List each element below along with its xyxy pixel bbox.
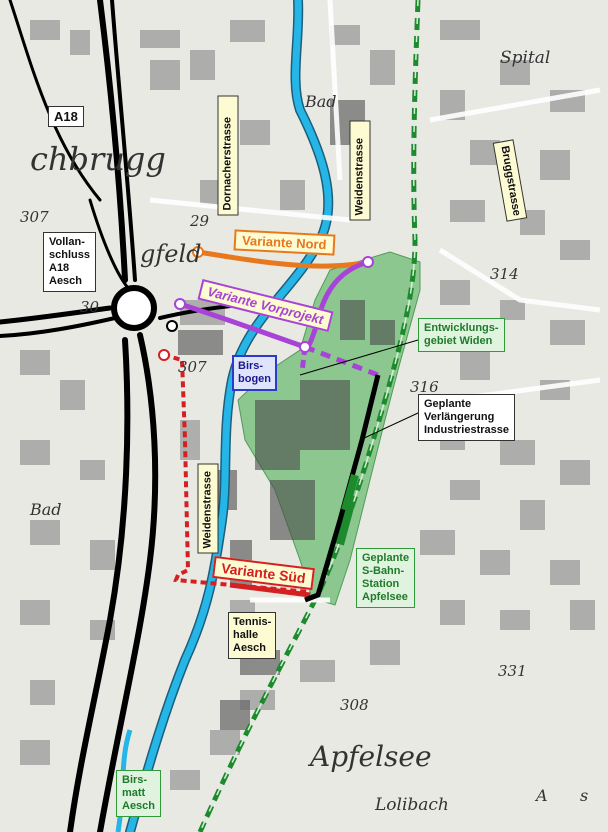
railway-line bbox=[197, 0, 421, 832]
label-tennishalle: Tennis- halle Aesch bbox=[228, 612, 277, 659]
place-spital: Spital bbox=[500, 48, 551, 68]
station-platform bbox=[334, 499, 356, 546]
place-gfeld: gfeld bbox=[140, 240, 202, 268]
route-variante-vorprojekt bbox=[179, 301, 306, 350]
elevation-307-south: 307 bbox=[178, 358, 207, 376]
elevation-331: 331 bbox=[498, 662, 527, 680]
label-dornacherstrasse: Dornacherstrasse bbox=[217, 95, 239, 216]
place-lolibach: Lolibach bbox=[375, 795, 449, 815]
elevation-30: 30 bbox=[80, 298, 100, 316]
place-bad-north: Bad bbox=[305, 92, 337, 111]
leader-lines bbox=[299, 339, 419, 441]
elevation-29: 29 bbox=[190, 212, 210, 230]
elevation-314: 314 bbox=[490, 265, 519, 283]
motorway-a18 bbox=[0, 0, 242, 832]
route-variante-nord bbox=[197, 249, 369, 269]
route-industriestrasse bbox=[304, 374, 381, 603]
elevation-316: 316 bbox=[410, 378, 439, 396]
label-a18: A18 bbox=[48, 106, 84, 127]
place-chbrugg: chbrugg bbox=[30, 140, 166, 178]
route-variante-sued bbox=[163, 353, 311, 594]
elevation-307-north: 307 bbox=[20, 208, 49, 226]
label-entwicklungsgebiet: Entwicklungs- gebiet Widen bbox=[418, 318, 505, 352]
label-vollanschluss: Vollan- schluss A18 Aesch bbox=[43, 232, 96, 292]
place-apfelsee: Apfelsee bbox=[310, 740, 432, 773]
place-corner-a: A bbox=[536, 786, 548, 805]
label-geplante-verlaengerung: Geplante Verlängerung Industriestrasse bbox=[418, 394, 515, 441]
label-birsmatt: Birs- matt Aesch bbox=[116, 770, 162, 817]
roundabout bbox=[111, 285, 157, 331]
area-buildings bbox=[255, 300, 395, 540]
label-weidenstrasse-south: Weidenstrasse bbox=[197, 463, 219, 554]
label-birsbogen: Birs- bogen bbox=[232, 355, 277, 391]
elevation-308: 308 bbox=[340, 696, 369, 714]
place-corner-s: s bbox=[580, 786, 589, 805]
place-bad-west: Bad bbox=[30, 500, 62, 519]
label-weidenstrasse-north: Weidenstrasse bbox=[349, 120, 371, 221]
label-s-bahn-station: Geplante S-Bahn- Station Apfelsee bbox=[356, 548, 416, 608]
